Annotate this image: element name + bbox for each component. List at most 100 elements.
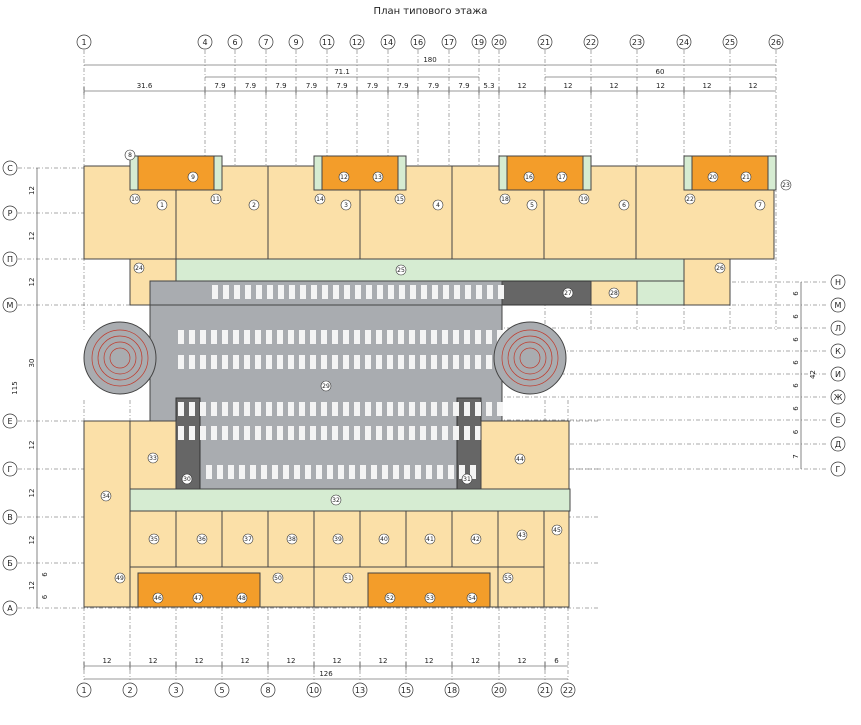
axis-bottom-20 [491, 682, 507, 698]
plan-title: План типового этажа [373, 6, 488, 17]
axis-bottom-21-label: 21 [540, 686, 550, 695]
stall-2-299 [299, 355, 305, 369]
axis-bottom-3 [168, 682, 184, 698]
axis-top-22-label: 22 [586, 38, 596, 47]
stall-3-475 [475, 402, 481, 416]
room-marker-14 [314, 193, 326, 205]
room-marker-27 [562, 287, 574, 299]
room-marker-39 [332, 533, 344, 545]
rotunda-right-ring [507, 335, 553, 381]
stall-3-299 [299, 402, 305, 416]
room-number-18: 18 [501, 196, 509, 203]
room-marker-5 [526, 199, 538, 211]
stall-5-404 [404, 465, 410, 479]
stall-1-222 [222, 330, 228, 344]
room-marker-46 [152, 592, 164, 604]
room-number-23: 23 [782, 182, 790, 189]
stall-2-409 [409, 355, 415, 369]
rotunda-left-ring [103, 341, 137, 375]
room-marker-48 [236, 592, 248, 604]
axis-right-Н-label: Н [835, 278, 841, 287]
stall-1-288 [288, 330, 294, 344]
axis-right-Ж-label: Ж [834, 393, 843, 402]
axis-top-6-label: 6 [232, 38, 237, 47]
dim-right-3: 6 [792, 360, 800, 365]
stall-4-244 [244, 426, 250, 440]
dim-bottom-seg-3: 12 [241, 657, 250, 665]
stall-4-222 [222, 426, 228, 440]
stall-0-311 [311, 285, 317, 299]
stall-3-442 [442, 402, 448, 416]
stall-2-255 [255, 355, 261, 369]
dim-bottom-seg-5: 12 [333, 657, 342, 665]
lift-right-1 [213, 155, 223, 191]
room-marker-11 [210, 193, 222, 205]
stall-1-431 [431, 330, 437, 344]
axis-bottom-5 [214, 682, 230, 698]
stall-2-222 [222, 355, 228, 369]
dim-left-6: 12 [28, 489, 36, 498]
stall-4-321 [321, 426, 327, 440]
room-marker-21 [740, 171, 752, 183]
stall-1-200 [200, 330, 206, 344]
axis-right-Л-label: Л [835, 324, 841, 333]
room-number-41: 41 [426, 536, 434, 543]
dim-right-0: 6 [792, 291, 800, 296]
room-number-50: 50 [274, 575, 282, 582]
dim-sub-top-1-label: 71.1 [334, 68, 350, 76]
room-marker-2 [248, 199, 260, 211]
stall-2-343 [343, 355, 349, 369]
room-number-45: 45 [553, 527, 561, 534]
stall-0-234 [234, 285, 240, 299]
axis-top-7-label: 7 [263, 38, 268, 47]
stall-1-178 [178, 330, 184, 344]
stall-4-266 [266, 426, 272, 440]
stall-3-497 [497, 402, 503, 416]
rotunda-left [83, 321, 157, 395]
corridor-25 [175, 258, 729, 282]
rotunda-left-ring [91, 329, 149, 387]
corridor-32 [129, 488, 571, 512]
stall-4-288 [288, 426, 294, 440]
stall-1-420 [420, 330, 426, 344]
stall-1-453 [453, 330, 459, 344]
room-marker-51 [342, 572, 354, 584]
axis-left-Р-label: Р [8, 209, 13, 218]
stall-2-178 [178, 355, 184, 369]
room-number-37: 37 [244, 536, 252, 543]
axis-left-Б-label: Б [7, 559, 13, 568]
axis-left-В-label: В [7, 513, 13, 522]
dim-left-5: 12 [28, 441, 36, 450]
room-marker-8 [124, 149, 136, 161]
room-marker-26 [714, 262, 726, 274]
dim-overall-top-label: 180 [423, 56, 436, 64]
stall-3-288 [288, 402, 294, 416]
dim-top-seg-15: 12 [703, 82, 712, 90]
dim-bottom-seg-1: 12 [149, 657, 158, 665]
stall-1-266 [266, 330, 272, 344]
axis-bottom-10-label: 10 [309, 686, 319, 695]
stall-1-365 [365, 330, 371, 344]
axis-top-17-label: 17 [444, 38, 454, 47]
dim-top-seg-3: 7.9 [275, 82, 286, 90]
room-marker-54 [466, 592, 478, 604]
dim-bottom-seg-0: 12 [103, 657, 112, 665]
dim-top-seg-16: 12 [749, 82, 758, 90]
room-number-52: 52 [386, 595, 394, 602]
room-number-53: 53 [426, 595, 434, 602]
stall-5-217 [217, 465, 223, 479]
stall-3-332 [332, 402, 338, 416]
dim-bottom-seg-4: 12 [287, 657, 296, 665]
axis-top-26-label: 26 [771, 38, 781, 47]
stall-1-486 [486, 330, 492, 344]
room-number-20: 20 [709, 174, 717, 181]
axis-right-Е [830, 412, 846, 428]
stall-0-432 [432, 285, 438, 299]
stall-4-365 [365, 426, 371, 440]
stall-3-398 [398, 402, 404, 416]
axis-left-Е-label: Е [7, 417, 12, 426]
room-marker-34 [100, 490, 112, 502]
stall-1-255 [255, 330, 261, 344]
lift-left-2 [313, 155, 323, 191]
